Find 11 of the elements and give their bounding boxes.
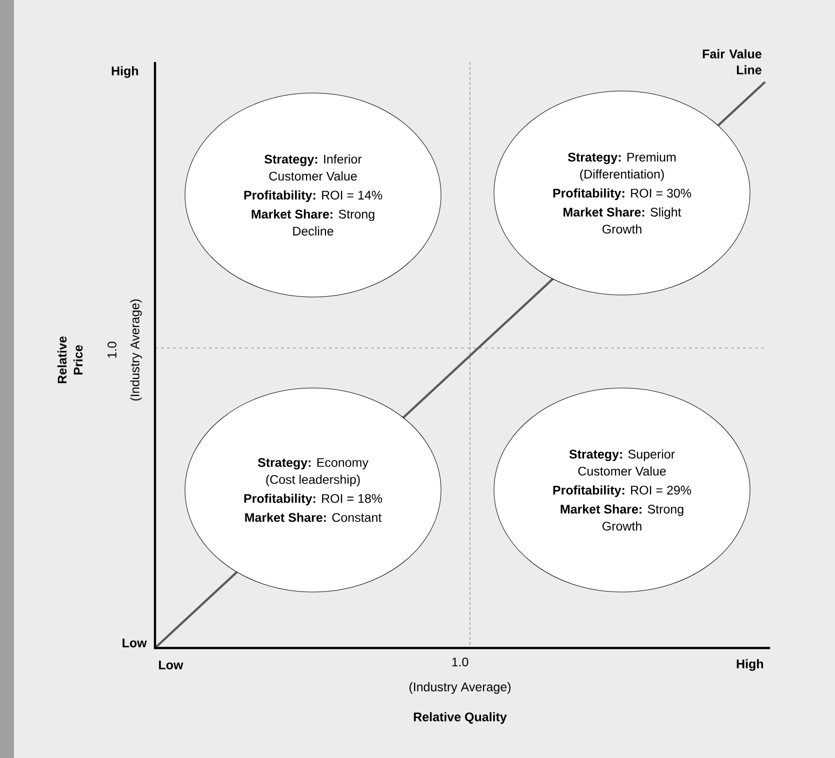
axis-tick-label: (Industry Average) [409,682,511,694]
axis-title: Relative Price [57,336,83,384]
line-label: Fair Value Line [702,49,762,74]
axis-tick-label: Low [159,660,184,670]
axis-tick-label: High [736,659,764,671]
axis-tick-label: Low [122,638,147,648]
axis-tick-label: (Industry Average) [130,299,142,401]
axis-tick-label: High [112,66,138,78]
axis-tick-label: 1.0 [108,342,116,358]
axis-tick-label: 1.0 [452,658,468,666]
axis-title: Relative Quality [414,712,507,724]
